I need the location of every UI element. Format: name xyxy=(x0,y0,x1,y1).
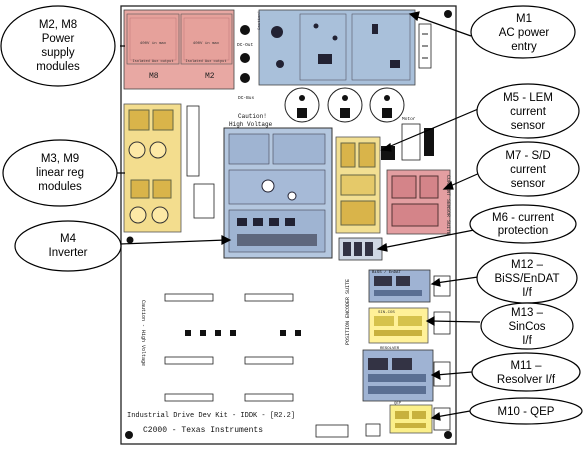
motor-connector: Motor xyxy=(401,116,434,161)
caution-text: Caution! xyxy=(257,11,262,30)
callout-m12-line2: BiSS/EnDAT xyxy=(495,273,560,285)
callout-m7-line2: current xyxy=(510,164,547,176)
callout-m3m9-line2: linear reg xyxy=(36,167,84,179)
caution-hv-subheading: High Voltage xyxy=(229,121,273,128)
resolver-label: RESOLVER xyxy=(380,347,400,351)
callout-m2m8-line4: modules xyxy=(36,61,80,73)
callout-arrows xyxy=(117,11,491,421)
callout-m5-line2: current xyxy=(510,106,547,118)
callout-m2-m8: M2, M8 Power supply modules xyxy=(0,5,116,87)
inverter-m4 xyxy=(223,127,333,259)
psu-text: 400V in max xyxy=(193,41,220,46)
callout-m2m8-line2: Power xyxy=(42,33,75,45)
motor-label: Motor xyxy=(402,116,416,122)
callout-m12-line1: M12 – xyxy=(511,259,544,271)
callout-m6-line2: protection xyxy=(498,225,549,237)
mounting-hole xyxy=(126,236,134,244)
lem-current-sensor-m5 xyxy=(335,136,381,234)
caution-hv-heading: Caution! xyxy=(238,113,267,120)
mounting-hole xyxy=(444,10,452,18)
callout-m7-line1: M7 - S/D xyxy=(505,150,550,162)
control-card-connectors xyxy=(164,293,301,402)
callout-m2m8-line1: M2, M8 xyxy=(39,19,77,31)
bottom-connector xyxy=(365,423,381,437)
callout-m5: M5 - LEM current sensor xyxy=(476,83,580,139)
biss-connector xyxy=(433,275,451,297)
callout-m1-line1: M1 xyxy=(516,13,532,25)
biss-label: BiSS / EnDAT xyxy=(372,270,401,275)
callout-m13-line3: I/f xyxy=(522,335,532,347)
callout-m3m9-line3: modules xyxy=(38,181,82,193)
callout-m11: M11 – Resolver I/f xyxy=(471,352,581,392)
board-vendor-silkscreen: C2000 - Texas Instruments xyxy=(143,426,263,435)
callout-m11-line1: M11 – xyxy=(510,360,542,372)
callout-m7-line3: sensor xyxy=(511,178,546,190)
callout-m5-line1: M5 - LEM xyxy=(503,92,553,104)
biss-endat-interface-m12: BiSS / EnDAT xyxy=(368,269,431,303)
callout-m6-line1: M6 - current xyxy=(492,212,555,224)
mounting-hole xyxy=(125,431,133,439)
dc-bus-label: DC-Bus xyxy=(238,95,255,101)
callout-m12: M12 – BiSS/EnDAT I/f xyxy=(476,252,578,304)
callout-m1-line2: AC power xyxy=(499,27,550,39)
callout-m10-line1: M10 - QEP xyxy=(498,406,555,418)
callout-m4-line2: Inverter xyxy=(49,247,88,259)
psu-modules-m2-m8: 400V in max 400V in max Isolated Aux out… xyxy=(123,9,235,90)
callout-m11-line2: Resolver I/f xyxy=(497,374,556,386)
current-protection-m6 xyxy=(338,237,383,261)
current-sensor-suite-text: CURRENT SENSOR SUITE xyxy=(445,175,451,235)
dc-indicators: DC-Out DC-Bus xyxy=(237,25,255,101)
psu-m8-label: M8 xyxy=(149,72,159,81)
board-title-silkscreen: Industrial Drive Dev Kit - IDDK - [R2.2] xyxy=(127,412,295,420)
qep-interface-m10: QEP xyxy=(389,402,433,434)
sincos-label: SIN-COS xyxy=(378,311,395,315)
dc-out-label: DC-Out xyxy=(237,42,254,48)
callout-m13-line2: SinCos xyxy=(508,321,545,333)
callout-m6: M6 - current protection xyxy=(469,204,577,244)
callout-m13-line1: M13 – xyxy=(511,307,544,319)
callout-m10: M10 - QEP xyxy=(469,397,583,425)
callout-m3m9-line1: M3, M9 xyxy=(41,153,79,165)
qep-label: QEP xyxy=(394,402,402,406)
side-caution-text: Caution - High Voltage xyxy=(140,300,146,366)
mounting-hole xyxy=(444,431,452,439)
callout-m1: M1 AC power entry xyxy=(470,5,576,59)
position-encoder-suite-text: POSITION ENCODER SUITE xyxy=(345,279,351,345)
linear-reg-modules-m3-m9 xyxy=(123,103,182,233)
psu-m2-label: M2 xyxy=(205,72,215,81)
psu-text: 400V in max xyxy=(140,41,167,46)
sd-current-sensor-m7: CURRENT SENSOR SUITE xyxy=(386,169,451,235)
psu-text: Isolated Aux output xyxy=(133,59,174,64)
psu-text: Isolated Aux output xyxy=(186,59,227,64)
sincos-connector xyxy=(433,311,451,335)
callout-m2m8-line3: supply xyxy=(41,47,74,59)
bottom-connector xyxy=(315,424,349,438)
callout-m4-line1: M4 xyxy=(60,233,77,245)
callout-m7: M7 - S/D current sensor xyxy=(476,141,580,197)
callout-m1-line3: entry xyxy=(511,41,537,53)
sincos-interface-m13: SIN-COS xyxy=(368,307,429,344)
aux-connector xyxy=(186,105,200,177)
ac-power-entry-m1: Caution! xyxy=(257,9,416,86)
callout-m4: M4 Inverter xyxy=(14,220,122,272)
bulk-capacitors xyxy=(284,87,405,123)
callout-m13: M13 – SinCos I/f xyxy=(480,302,574,350)
callout-m3-m9: M3, M9 linear reg modules xyxy=(2,139,118,207)
callout-m5-line3: sensor xyxy=(511,120,546,132)
callout-m12-line3: I/f xyxy=(522,287,532,299)
aux-component xyxy=(193,183,215,219)
resolver-interface-m11: RESOLVER xyxy=(362,347,434,402)
